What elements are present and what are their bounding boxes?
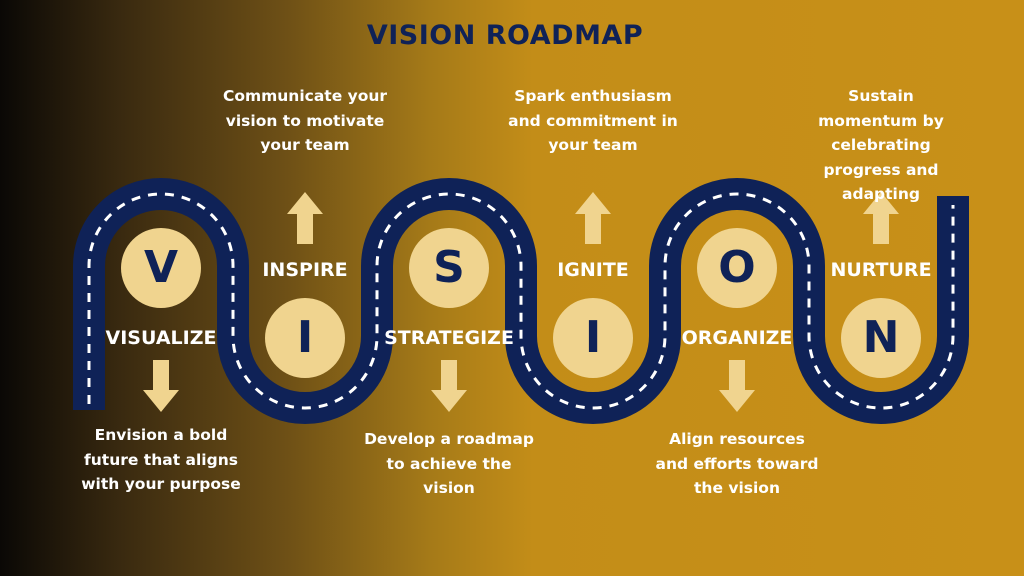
letter-circle: S	[409, 228, 489, 308]
down-arrow-icon	[143, 360, 179, 412]
step-description: Communicate your vision to motivate your…	[222, 87, 388, 154]
up-arrow-icon	[287, 192, 323, 244]
up-arrow-icon	[575, 192, 611, 244]
step-description: Spark enthusiasm and commitment in your …	[508, 87, 678, 154]
step-label: VISUALIZE	[105, 327, 217, 349]
page-title: VISION ROADMAP	[366, 20, 644, 51]
step-description: Sustain momentum by celebrating progress…	[818, 87, 944, 203]
down-arrow-icon	[719, 360, 755, 412]
step-label: INSPIRE	[262, 259, 348, 281]
step-description: Envision a bold future that aligns with …	[81, 426, 241, 493]
letter-circle: O	[697, 228, 777, 308]
step-description: Align resources and efforts toward the v…	[655, 430, 819, 497]
down-arrow-icon	[431, 360, 467, 412]
step-label: NURTURE	[830, 259, 932, 281]
step-label: STRATEGIZE	[384, 327, 514, 349]
step-label: ORGANIZE	[681, 327, 793, 349]
letter-circle: I	[553, 298, 633, 378]
step-label: IGNITE	[557, 259, 629, 281]
letter-circle: N	[841, 298, 921, 378]
up-arrow-icon	[863, 192, 899, 244]
step-description: Develop a roadmap to achieve the vision	[364, 430, 534, 497]
letter-circle: I	[265, 298, 345, 378]
letter-circle: V	[121, 228, 201, 308]
